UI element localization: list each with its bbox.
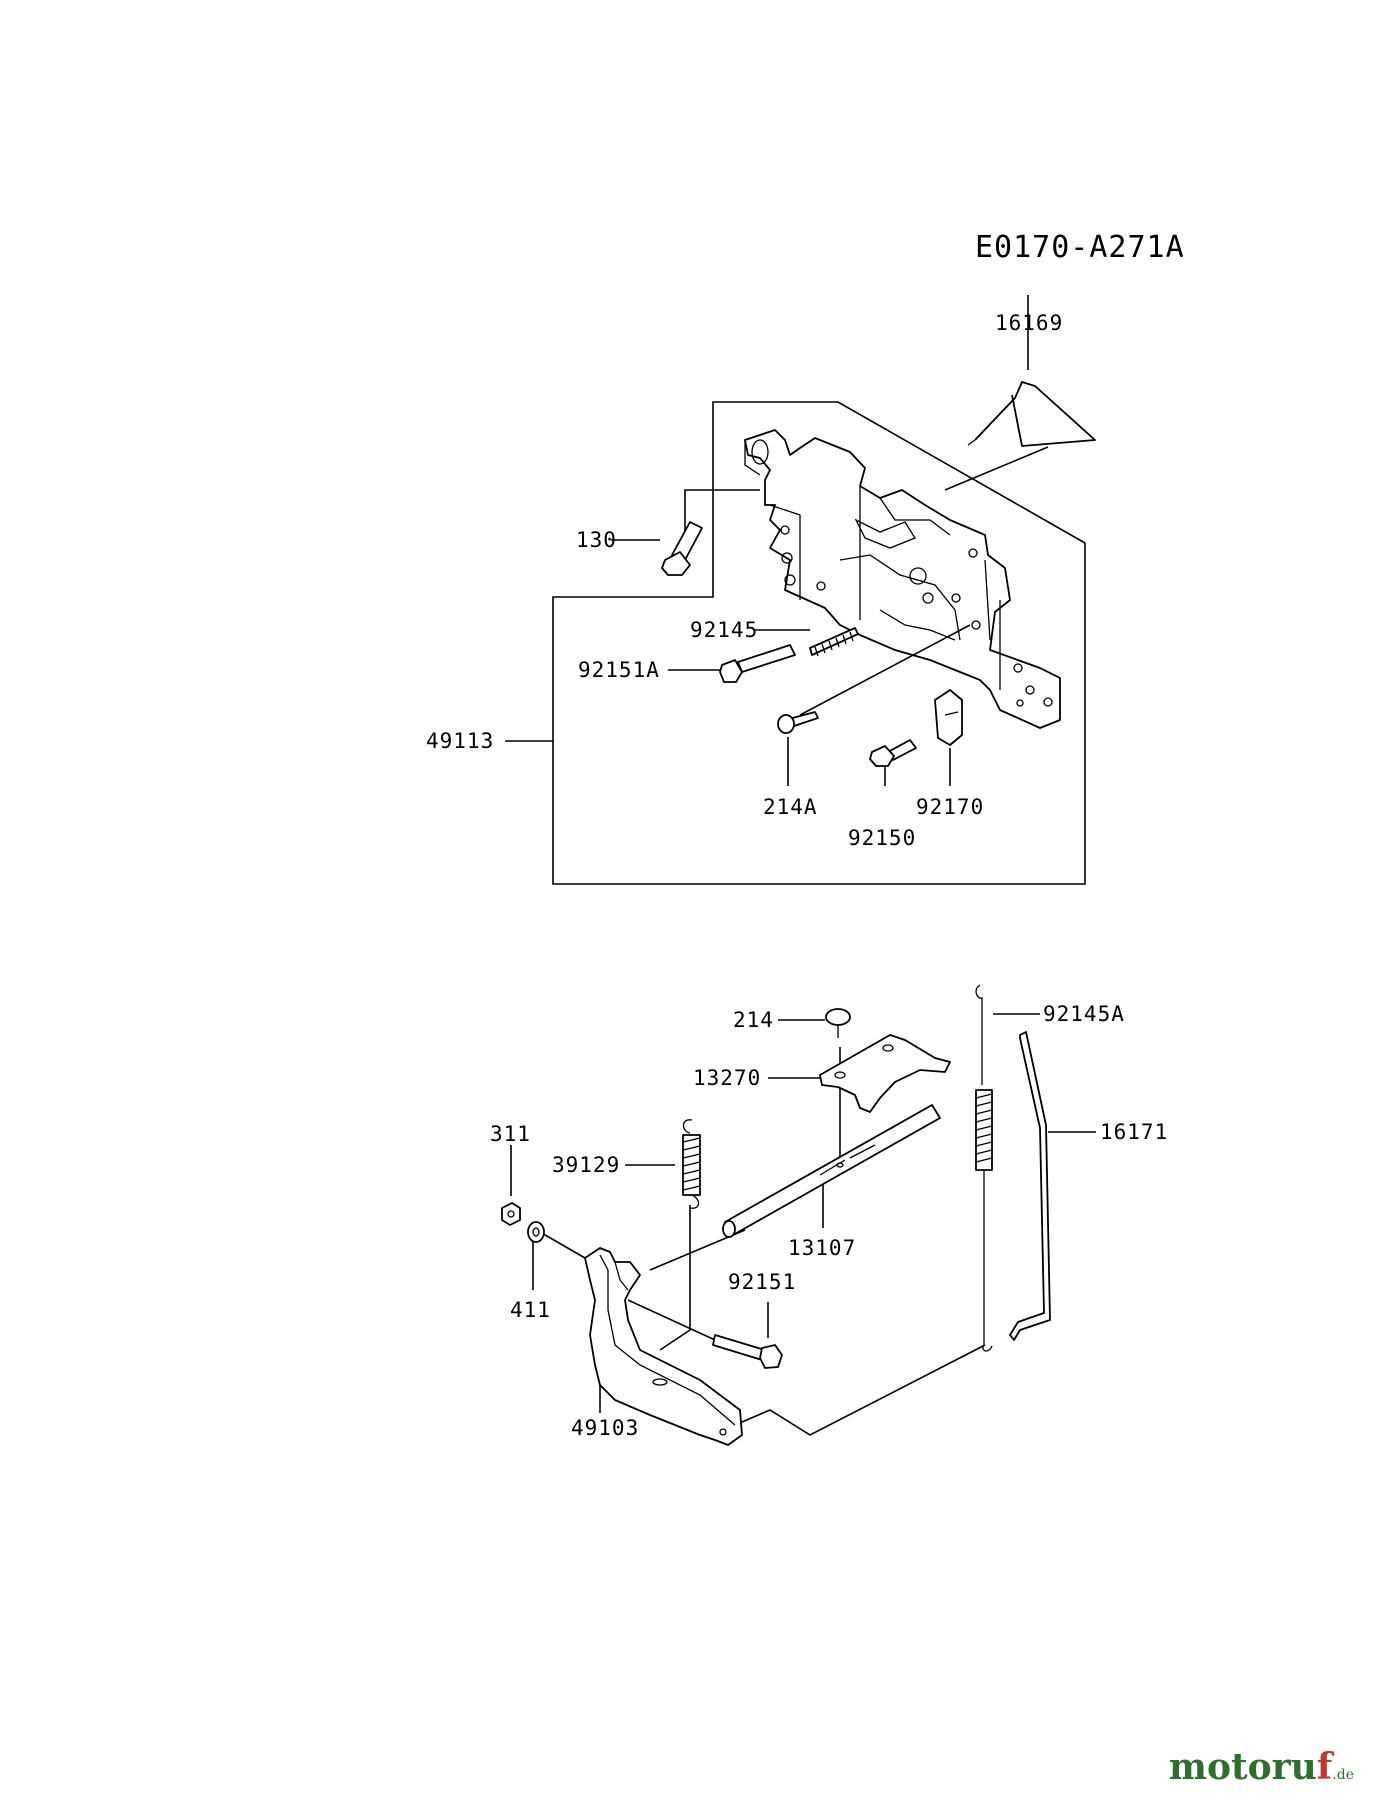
label-39129: 39129 — [552, 1153, 620, 1177]
leader-bolt-to-lever — [627, 1299, 716, 1341]
label-16171: 16171 — [1100, 1120, 1168, 1144]
spring-92145-part — [809, 627, 859, 657]
nut-311-part — [501, 1202, 521, 1226]
label-92145: 92145 — [690, 618, 758, 642]
shaft-13107-part — [722, 1104, 941, 1238]
screw-92151A-part — [719, 644, 796, 683]
label-311: 311 — [490, 1122, 531, 1146]
spring-39129-part — [682, 1119, 701, 1209]
assembly-group-outline-49113 — [552, 401, 1086, 885]
control-plate-part — [744, 429, 1061, 729]
bolt-92150-part — [869, 739, 917, 767]
leader-washer-to-lever — [539, 1231, 586, 1259]
label-49103: 49103 — [571, 1416, 639, 1440]
diagram-code: E0170-A271A — [975, 230, 1185, 265]
label-13270: 13270 — [693, 1066, 761, 1090]
label-130: 130 — [576, 528, 617, 552]
bolt-92151-part — [712, 1334, 783, 1369]
lever-49103-part — [584, 1247, 743, 1446]
leader-214A-dash — [799, 624, 971, 716]
rod-16171-part — [1009, 1031, 1051, 1341]
label-92170: 92170 — [916, 795, 984, 819]
label-92151: 92151 — [728, 1270, 796, 1294]
plate-13270-part — [819, 1034, 951, 1113]
motoruf-watermark-logo: motoruf.de — [1168, 1746, 1354, 1788]
spring-92145A-part — [975, 984, 993, 1352]
clamp-92170-part — [934, 689, 963, 746]
leader-spring-to-lever — [659, 1205, 691, 1351]
leader-lever-to-spring — [734, 1344, 986, 1436]
leader-130 — [684, 489, 760, 540]
label-16169: 16169 — [995, 311, 1063, 335]
spring-clip-16169-part — [967, 381, 1096, 447]
label-13107: 13107 — [788, 1236, 856, 1260]
label-92145A: 92145A — [1043, 1002, 1125, 1026]
bolt-130-part — [661, 521, 703, 576]
label-214: 214 — [733, 1008, 774, 1032]
screw-214A-part — [777, 711, 819, 734]
label-214A: 214A — [763, 795, 818, 819]
washer-411-part — [527, 1221, 545, 1243]
leader-plate — [944, 446, 1049, 491]
label-411: 411 — [510, 1298, 551, 1322]
label-92151A: 92151A — [578, 658, 660, 682]
label-92150: 92150 — [848, 826, 916, 850]
label-49113: 49113 — [426, 729, 494, 753]
screw-214-part — [825, 1008, 851, 1038]
